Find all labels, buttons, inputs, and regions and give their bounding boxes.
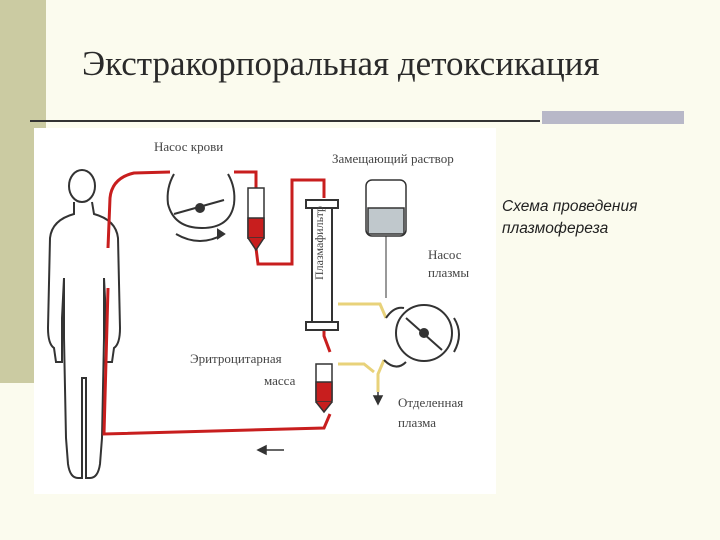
label-separated-plasma-1: Отделенная <box>398 395 464 410</box>
title-underline <box>30 120 540 122</box>
caption-line-2: плазмофереза <box>502 220 609 237</box>
label-replacement-solution: Замещающий раствор <box>332 151 454 166</box>
plasma-filter <box>305 199 339 331</box>
blood-reservoir <box>247 187 265 252</box>
plasma-line <box>338 302 388 392</box>
plasma-pump <box>383 304 460 368</box>
label-plasma-pump-1: Насос <box>428 247 462 262</box>
erythrocyte-reservoir <box>315 363 333 414</box>
label-erythrocyte-2: масса <box>264 373 296 388</box>
blood-line <box>102 170 332 436</box>
human-figure-outline <box>46 169 122 479</box>
separated-plasma-arrow <box>372 392 384 406</box>
slide-title: Экстракорпоральная детоксикация <box>82 44 600 83</box>
diagram-caption: Схема проведения плазмофереза <box>502 196 637 240</box>
caption-line-1: Схема проведения <box>502 198 638 215</box>
return-flow-arrow <box>256 444 284 456</box>
plasmapheresis-diagram: Насос крови Замещающий раствор Насос пла… <box>34 128 496 494</box>
diagram-graphic <box>46 169 460 479</box>
replacement-solution-bag <box>365 179 407 298</box>
label-erythrocyte-1: Эритроцитарная <box>190 351 282 366</box>
label-blood-pump: Насос крови <box>154 139 224 154</box>
label-plasma-filter: Плазмафильтр <box>312 206 326 280</box>
title-underline-box <box>542 111 684 124</box>
blood-pump <box>166 173 236 242</box>
label-separated-plasma-2: плазма <box>398 415 437 430</box>
label-plasma-pump-2: плазмы <box>428 265 470 280</box>
